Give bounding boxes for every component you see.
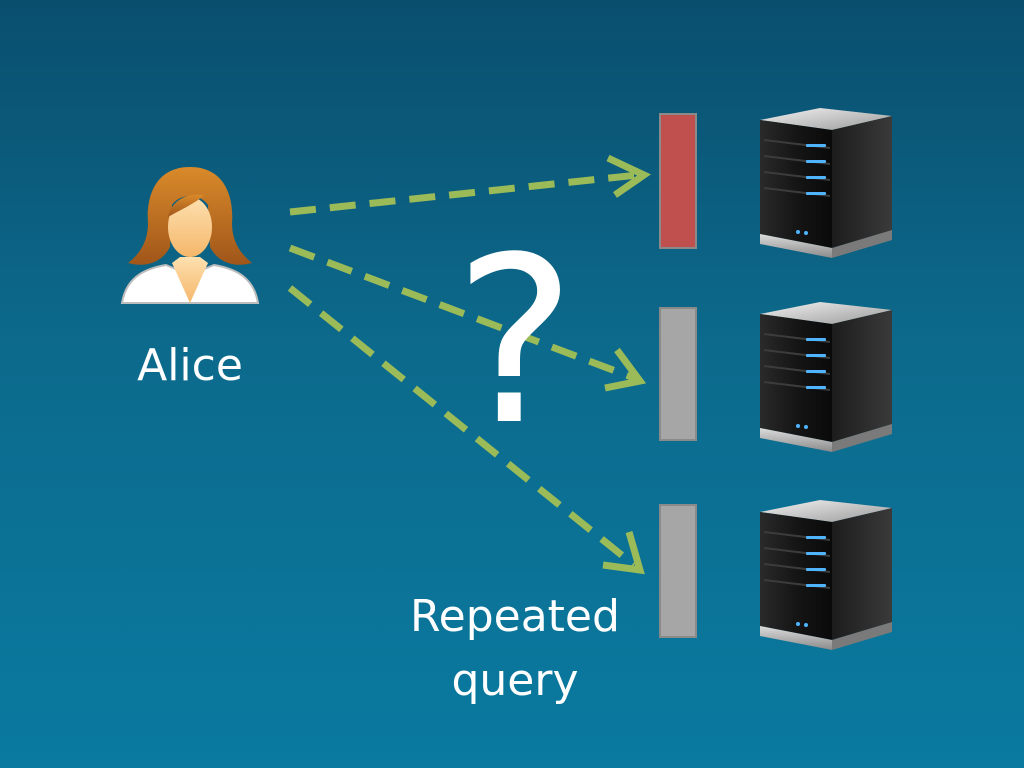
user-name-label: Alice [137,340,243,391]
server-3-icon [759,499,893,651]
repeated-query-line-1: Repeated [410,591,620,642]
repeated-query-line-2: query [451,654,579,706]
arrowhead-2 [604,347,647,392]
server-1-status-bar [659,113,697,249]
arrow-to-server-2 [288,244,636,382]
server-2-status-bar [659,307,697,441]
repeated-query-label: Repeated query [385,585,645,713]
arrow-to-server-3 [287,285,637,568]
question-mark: ? [453,209,577,476]
server-1-icon [759,107,893,259]
query-arrows [287,154,651,575]
arrowhead-1 [606,154,651,198]
server-3-status-bar [659,504,697,638]
woman-user-icon [120,167,260,304]
server-2-icon [759,301,893,453]
arrow-to-server-1 [289,171,639,216]
arrowhead-3 [602,531,645,575]
